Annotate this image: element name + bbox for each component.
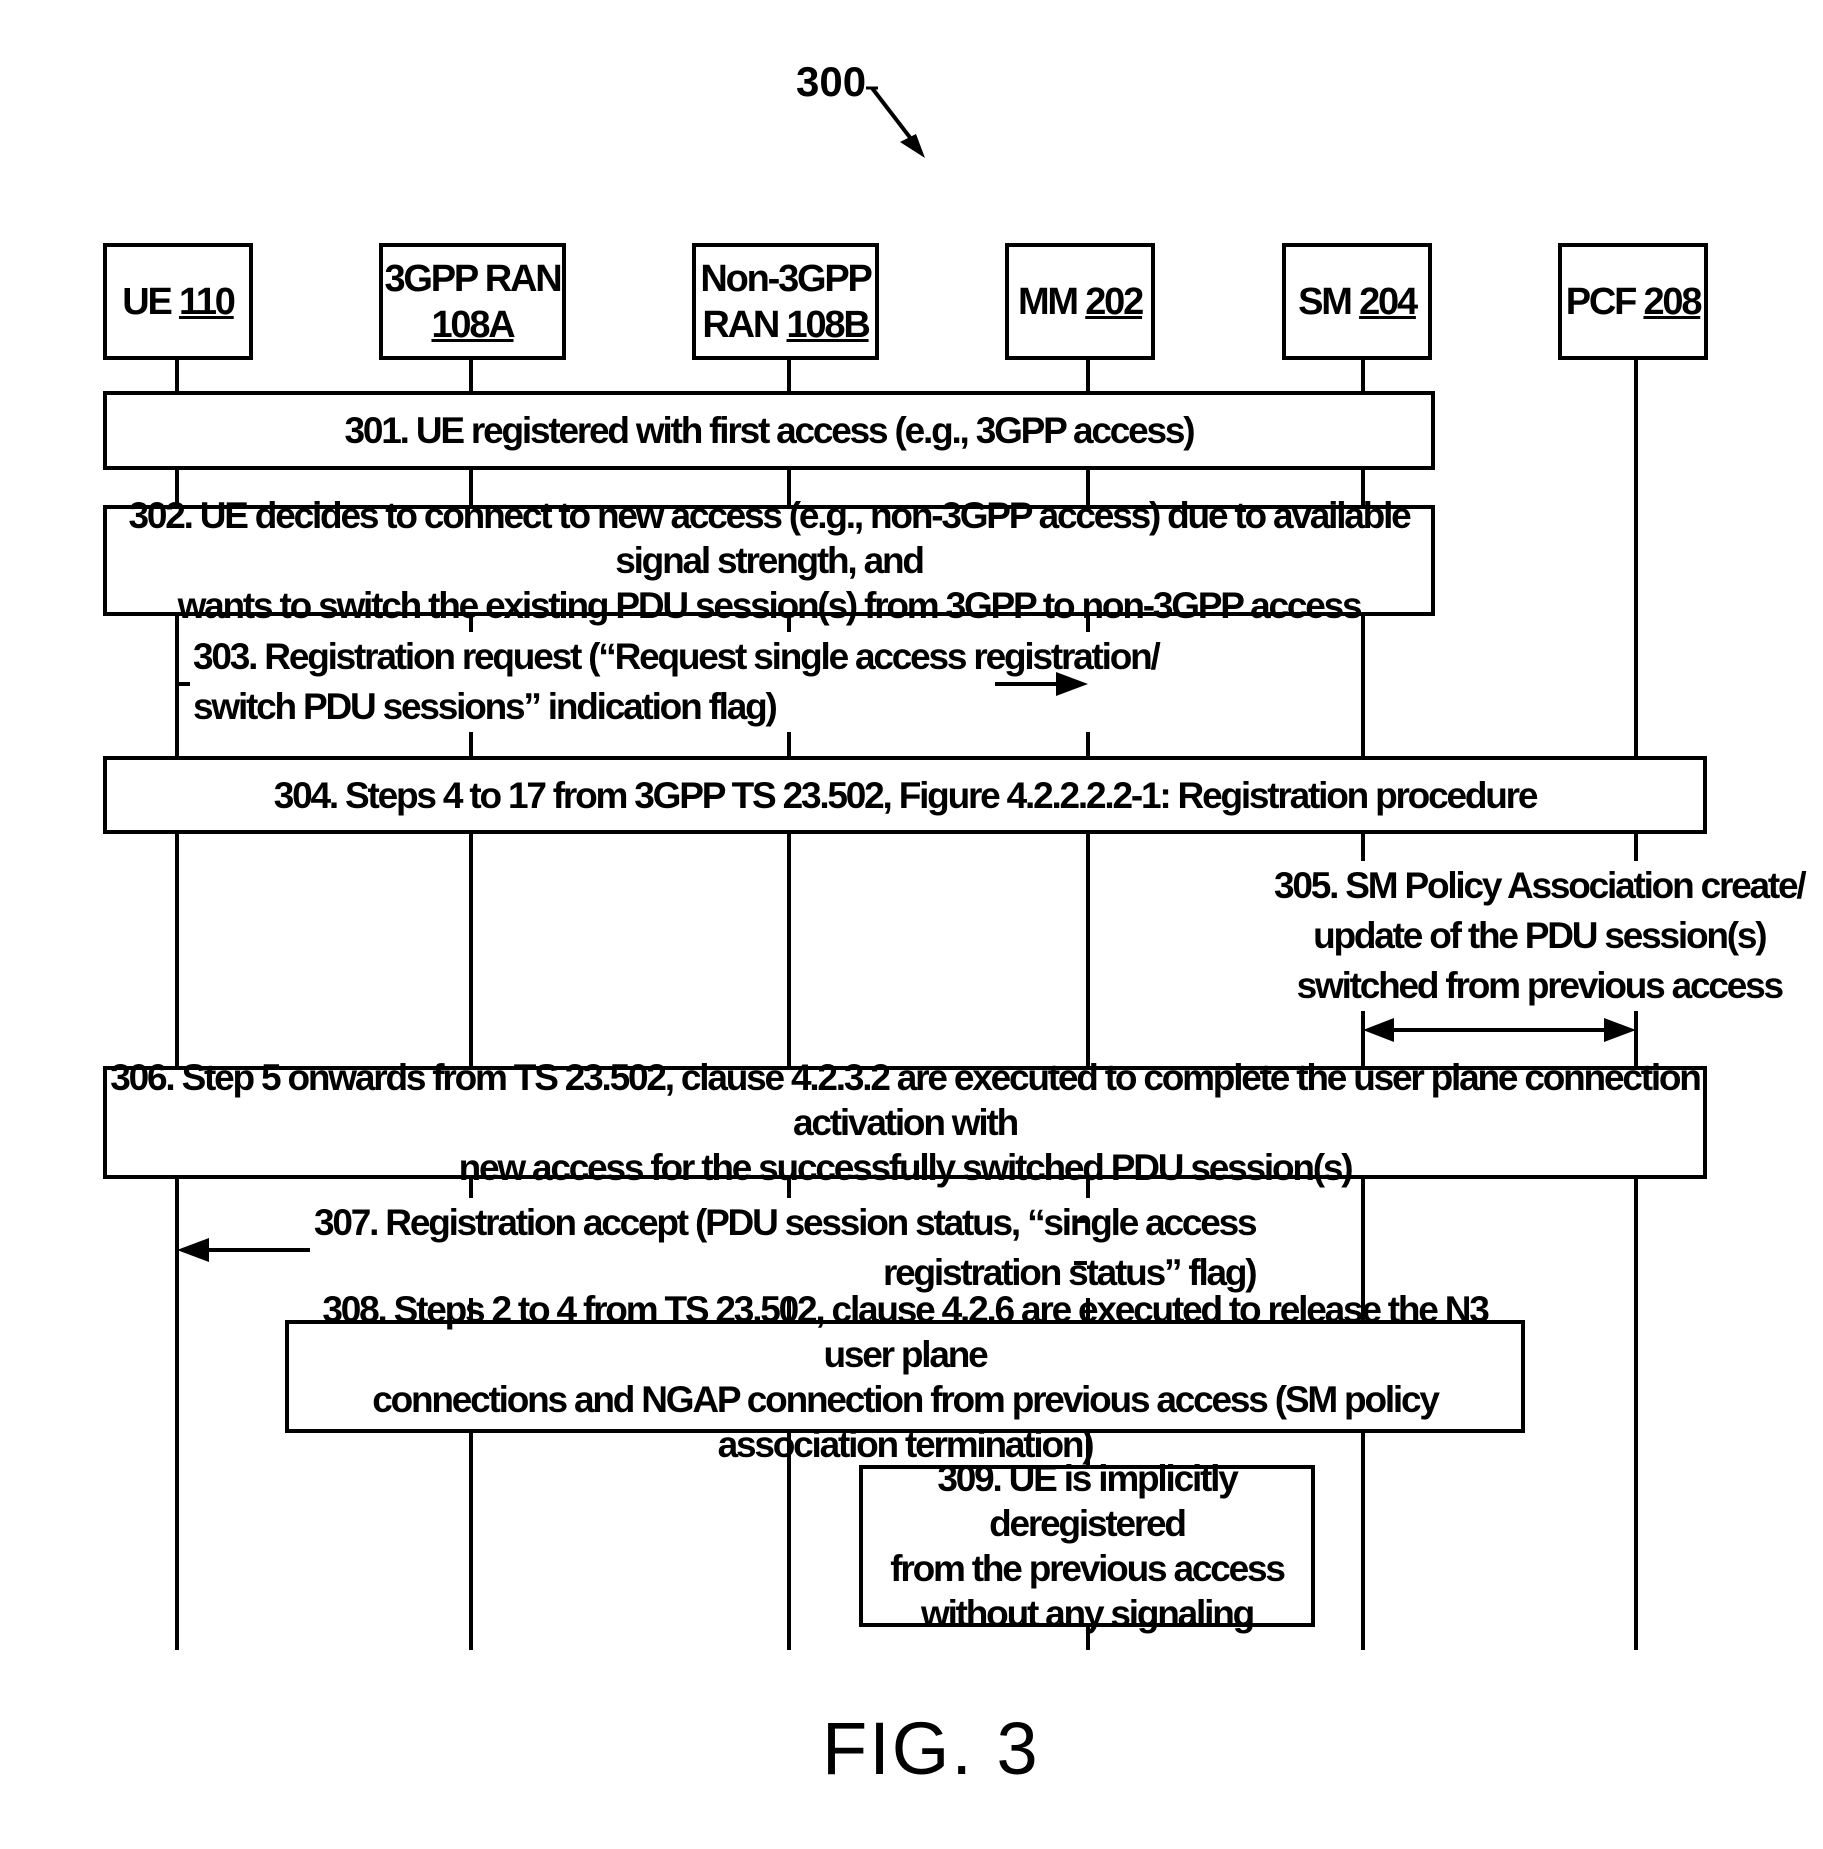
lifeline-mm [1086,355,1090,1650]
step-307-label: 307. Registration accept (PDU session st… [310,1198,1260,1298]
step-305-label: 305. SM Policy Association create/ updat… [1270,861,1809,1011]
figure-reference-number: 300 [796,58,867,105]
entity-ref: 202 [1085,280,1144,323]
entity-name: SM [1298,280,1353,323]
message-305-arrow [1363,1018,1636,1042]
entity-non-3gpp-ran: Non-3GPP RAN 108B [692,243,879,360]
entity-name: UE [122,280,173,323]
entity-ref: 108B [786,303,871,346]
lifeline-non-3gpp-ran [787,355,791,1650]
entity-mm: MM 202 [1005,243,1155,360]
entity-ue: UE 110 [103,243,253,360]
lifeline-ue [175,355,179,1650]
figure-label: FIG. 3 [822,1707,1040,1790]
step-306-box: 306. Step 5 onwards from TS 23.502, clau… [103,1057,1707,1188]
lifeline-3gpp-ran [469,355,473,1650]
step-301-box: 301. UE registered with first access (e.… [103,391,1435,470]
entity-name: PCF [1565,280,1638,323]
entity-name: 3GPP RAN [384,257,563,300]
entity-pcf: PCF 208 [1558,243,1708,360]
message-303-arrow [177,672,1088,696]
entity-ref: 208 [1643,280,1702,323]
entity-ref: 108A [431,303,515,346]
figure-pointer-arrow [866,86,925,158]
entity-sm: SM 204 [1282,243,1432,360]
entity-name: MM [1017,280,1079,323]
entity-name: Non-3GPP RAN [700,257,873,346]
entity-ref: 204 [1359,280,1418,323]
step-309-box: 309. UE is implicitly deregistered from … [859,1458,1315,1634]
entity-ref: 110 [179,280,236,323]
step-304-box: 304. Steps 4 to 17 from 3GPP TS 23.502, … [103,756,1707,834]
message-307-arrow [177,1219,1087,1265]
